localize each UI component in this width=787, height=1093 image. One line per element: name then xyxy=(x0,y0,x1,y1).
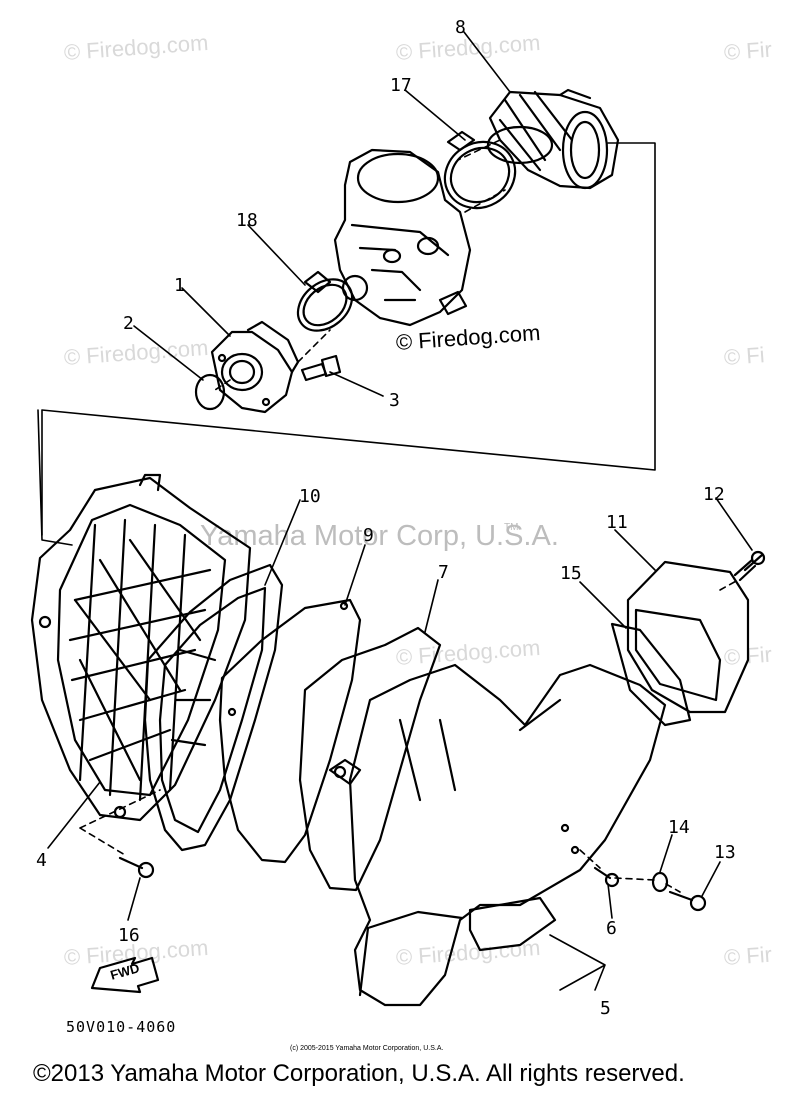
callout-16: 16 xyxy=(118,925,140,946)
callout-12: 12 xyxy=(703,484,725,505)
callout-14: 14 xyxy=(668,817,690,838)
callout-1: 1 xyxy=(174,275,185,296)
callout-18: 18 xyxy=(236,210,258,231)
bolt-part-3 xyxy=(300,354,342,382)
callout-7: 7 xyxy=(438,562,449,583)
fine-print-copyright: (c) 2005-2015 Yamaha Motor Corporation, … xyxy=(290,1045,444,1052)
watermark-trademark: TM xyxy=(504,522,519,533)
copyright-notice: ©2013 Yamaha Motor Corporation, U.S.A. A… xyxy=(33,1060,685,1087)
gasket-part-10 xyxy=(143,563,284,852)
air-filter-case-part-4 xyxy=(30,473,252,822)
callout-3: 3 xyxy=(389,390,400,411)
o-ring-part-2 xyxy=(194,373,226,411)
bolt-part-16 xyxy=(118,856,155,879)
intake-boot-part-8 xyxy=(486,88,620,190)
callout-11: 11 xyxy=(606,512,628,533)
callout-6: 6 xyxy=(606,918,617,939)
watermark-yamaha-corp: Yamaha Motor Corp, U.S.A. xyxy=(200,520,559,552)
assembly-lines xyxy=(37,139,739,893)
callout-9: 9 xyxy=(363,525,374,546)
carburetor-joint-part-1 xyxy=(210,320,300,414)
screw-part-13 xyxy=(668,890,707,912)
callout-13: 13 xyxy=(714,842,736,863)
diagram-code: 50V010-4060 xyxy=(66,1018,177,1036)
callout-4: 4 xyxy=(36,850,47,871)
element-part-9 xyxy=(218,598,362,864)
screw-part-12 xyxy=(733,550,766,582)
callout-15: 15 xyxy=(560,563,582,584)
washer-part-14 xyxy=(651,871,669,893)
gasket-part-15 xyxy=(610,622,692,727)
leader-lines xyxy=(47,31,753,991)
carburetor xyxy=(333,148,472,327)
callout-8: 8 xyxy=(455,17,466,38)
callout-5: 5 xyxy=(600,998,611,1019)
hose-clamp-part-17 xyxy=(443,130,517,210)
callout-17: 17 xyxy=(390,75,412,96)
case-cap-part-7 xyxy=(298,626,442,892)
fwd-arrow xyxy=(90,956,160,994)
callout-2: 2 xyxy=(123,313,134,334)
screw-part-6 xyxy=(593,866,620,888)
callout-10: 10 xyxy=(299,486,321,507)
cover-part-11 xyxy=(626,560,750,714)
hose-clamp-part-18 xyxy=(296,270,354,332)
air-duct-part-5 xyxy=(328,663,667,1007)
